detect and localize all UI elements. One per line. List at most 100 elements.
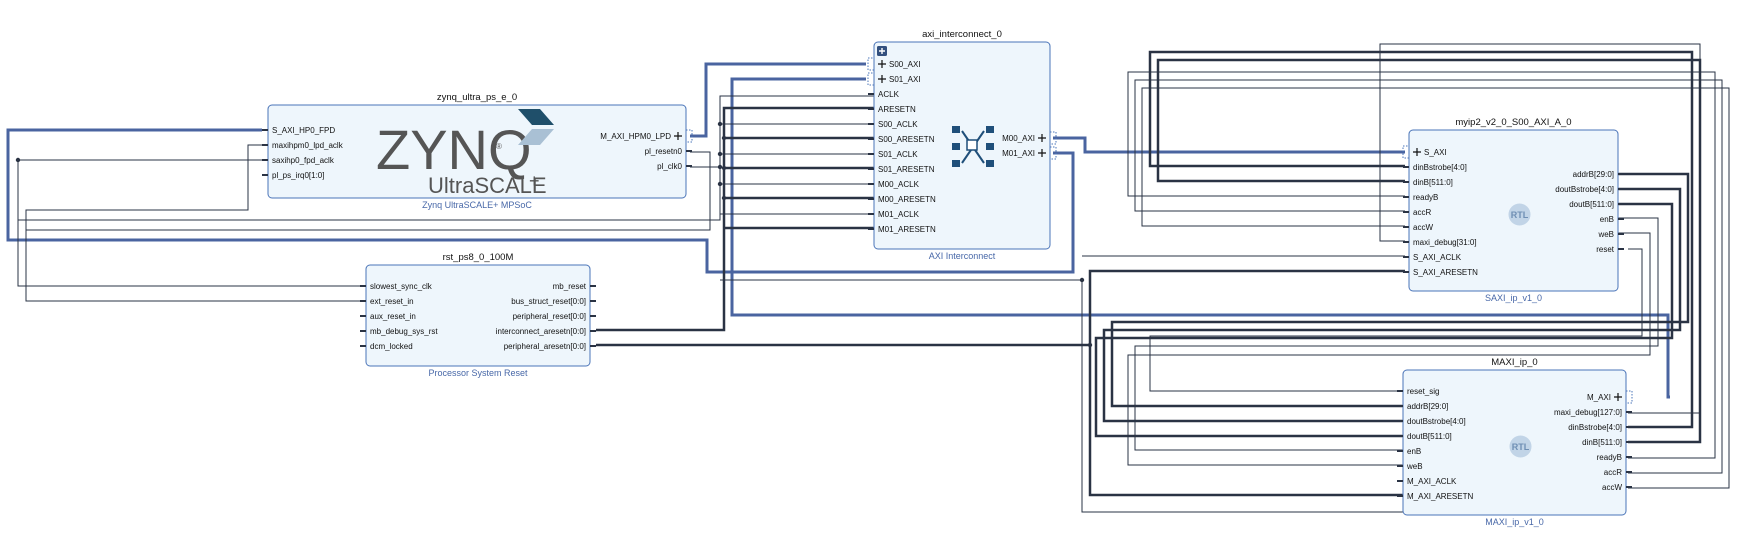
port-myip-accw[interactable]: accW: [1403, 223, 1433, 232]
expand-plus-icon[interactable]: [1038, 149, 1046, 157]
net-pl-clk0-branch[interactable]: [720, 123, 874, 215]
port-myip-dinb[interactable]: dinB[511:0]: [1403, 178, 1453, 187]
port-rst-ext-reset-in[interactable]: ext_reset_in: [360, 297, 414, 306]
port-myip-dinbstrobe[interactable]: dinBstrobe[4:0]: [1403, 163, 1467, 172]
port-myip-doutb[interactable]: doutB[511:0]: [1569, 200, 1624, 209]
port-maxi-web[interactable]: weB: [1397, 462, 1423, 471]
net-reset-sig[interactable]: [1149, 248, 1643, 392]
net-clk-lpd[interactable]: [25, 144, 364, 302]
port-axi-m01-aclk[interactable]: M01_ACLK: [868, 210, 920, 219]
port-maxi-m-axi-aresetn[interactable]: M_AXI_ARESETN: [1397, 492, 1473, 501]
port-maxi-maxi-debug[interactable]: maxi_debug[127:0]: [1554, 408, 1632, 417]
port-myip-s-axi[interactable]: S_AXI: [1402, 145, 1447, 159]
net-weB[interactable]: [1127, 232, 1651, 466]
net-maxi-debug[interactable]: [1379, 43, 1701, 414]
port-axi-s01-axi[interactable]: S01_AXI: [867, 72, 921, 86]
expand-plus-icon[interactable]: [1614, 393, 1622, 401]
port-axi-m00-aclk[interactable]: M00_ACLK: [868, 180, 920, 189]
port-rst-peripheral-aresetn[interactable]: peripheral_aresetn[0:0]: [504, 342, 596, 351]
port-axi-s00-axi[interactable]: S00_AXI: [867, 57, 921, 71]
net-readyB[interactable]: [1127, 71, 1716, 459]
net-clk-hp[interactable]: [17, 159, 262, 286]
port-zynq-pl-clk0[interactable]: pl_clk0: [657, 162, 692, 171]
port-maxi-m-axi[interactable]: M_AXI: [1587, 390, 1633, 404]
block-myip[interactable]: myip2_v2_0_S00_AXI_A_0SAXI_ip_v1_0S_AXId…: [1402, 117, 1624, 303]
net-accW[interactable]: [1141, 87, 1730, 489]
expand-plus-icon[interactable]: [1413, 148, 1421, 156]
port-rst-slowest-sync-clk[interactable]: slowest_sync_clk: [360, 282, 433, 291]
port-axi-aresetn[interactable]: ARESETN: [868, 105, 916, 114]
expand-plus-icon[interactable]: [878, 60, 886, 68]
port-maxi-readyb[interactable]: readyB: [1597, 453, 1632, 462]
net-doutBstrobe[interactable]: [1102, 187, 1682, 423]
port-maxi-m-axi-aclk[interactable]: M_AXI_ACLK: [1397, 477, 1457, 486]
port-maxi-accw[interactable]: accW: [1602, 483, 1632, 492]
port-zynq-m-axi-hpm0-lpd[interactable]: M_AXI_HPM0_LPD: [600, 129, 693, 143]
port-axi-s00-aresetn[interactable]: S00_ARESETN: [868, 135, 935, 144]
port-maxi-accr[interactable]: accR: [1604, 468, 1632, 477]
net-dinB[interactable]: [1156, 58, 1702, 444]
port-rst-mb-debug-sys-rst[interactable]: mb_debug_sys_rst: [360, 327, 438, 336]
net-enB[interactable]: [1134, 217, 1659, 451]
port-rst-mb-reset[interactable]: mb_reset: [553, 282, 596, 291]
port-myip-enb[interactable]: enB: [1600, 215, 1624, 224]
net-dinBstrobe[interactable]: [1148, 50, 1694, 429]
net-interconnect-aresetn[interactable]: [596, 106, 874, 332]
net-pl-resetn0[interactable]: [26, 151, 711, 231]
port-myip-web[interactable]: weB: [1597, 230, 1624, 239]
net-peripheral-aresetn[interactable]: [596, 269, 1405, 347]
port-myip-reset[interactable]: reset: [1596, 245, 1624, 254]
port-zynq-maxihpm0-lpd-aclk[interactable]: maxihpm0_lpd_aclk: [262, 141, 344, 150]
port-axi-aclk[interactable]: ACLK: [868, 90, 900, 99]
port-myip-s-axi-aresetn[interactable]: S_AXI_ARESETN: [1403, 268, 1478, 277]
port-rst-aux-reset-in[interactable]: aux_reset_in: [360, 312, 416, 321]
expand-plus-icon[interactable]: [1038, 134, 1046, 142]
port-myip-addrb[interactable]: addrB[29:0]: [1573, 170, 1624, 179]
port-myip-doutbstrobe[interactable]: doutBstrobe[4:0]: [1555, 185, 1624, 194]
port-myip-readyb[interactable]: readyB: [1403, 193, 1438, 202]
net-peripheral-aresetn-branch[interactable]: [724, 136, 874, 230]
port-axi-m00-axi[interactable]: M00_AXI: [1002, 131, 1057, 145]
port-axi-s01-aresetn[interactable]: S01_ARESETN: [868, 165, 935, 174]
port-axi-s00-aclk[interactable]: S00_ACLK: [868, 120, 918, 129]
port-rst-interconnect-aresetn[interactable]: interconnect_aresetn[0:0]: [496, 327, 596, 336]
net-accR[interactable]: [1134, 79, 1723, 474]
block-maxi[interactable]: MAXI_ip_0MAXI_ip_v1_0reset_sigaddrB[29:0…: [1397, 357, 1633, 527]
expand-plus-icon[interactable]: [674, 132, 682, 140]
port-axi-m01-axi[interactable]: M01_AXI: [1002, 146, 1057, 160]
port-maxi-doutbstrobe[interactable]: doutBstrobe[4:0]: [1397, 417, 1466, 426]
block-body-axi[interactable]: [873, 41, 1051, 250]
port-rst-dcm-locked[interactable]: dcm_locked: [360, 342, 413, 351]
port-maxi-doutb[interactable]: doutB[511:0]: [1397, 432, 1452, 441]
port-maxi-reset-sig[interactable]: reset_sig: [1397, 387, 1439, 396]
port-myip-accr[interactable]: accR: [1403, 208, 1431, 217]
bus-wire-hpm0-to-s00[interactable]: [690, 62, 866, 138]
bus-wire-m00-to-saxi[interactable]: [1053, 136, 1405, 154]
port-myip-s-axi-aclk[interactable]: S_AXI_ACLK: [1403, 253, 1462, 262]
port-maxi-dinbstrobe[interactable]: dinBstrobe[4:0]: [1568, 423, 1632, 432]
port-rst-bus-struct-reset[interactable]: bus_struct_reset[0:0]: [511, 297, 596, 306]
port-axi-s01-aclk[interactable]: S01_ACLK: [868, 150, 918, 159]
port-zynq-pl-ps-irq0[interactable]: pl_ps_irq0[1:0]: [262, 171, 324, 180]
port-maxi-dinb[interactable]: dinB[511:0]: [1582, 438, 1632, 447]
collapse-hierarchy-button[interactable]: [877, 46, 887, 56]
net-addrB[interactable]: [1110, 172, 1690, 408]
expand-plus-icon[interactable]: [878, 75, 886, 83]
net-pl-clk0[interactable]: [690, 95, 874, 168]
port-zynq-pl-resetn0[interactable]: pl_resetn0: [645, 147, 692, 156]
port-axi-m00-aresetn[interactable]: M00_ARESETN: [868, 195, 936, 204]
bus-wire-m01-to-hp0[interactable]: [6, 128, 1075, 274]
port-zynq-saxihp0-fpd-aclk[interactable]: saxihp0_fpd_aclk: [262, 156, 335, 165]
bus-wire-maxi-to-s01[interactable]: [730, 77, 1670, 399]
net-clk-to-ips[interactable]: [720, 279, 1403, 513]
port-maxi-enb[interactable]: enB: [1397, 447, 1421, 456]
port-zynq-s-axi-hp0-fpd[interactable]: S_AXI_HP0_FPD: [262, 126, 335, 135]
port-myip-maxi-debug[interactable]: maxi_debug[31:0]: [1403, 238, 1477, 247]
port-rst-peripheral-reset[interactable]: peripheral_reset[0:0]: [513, 312, 596, 321]
net-periph-to-maxi[interactable]: [1088, 345, 1403, 497]
port-maxi-addrb[interactable]: addrB[29:0]: [1397, 402, 1448, 411]
